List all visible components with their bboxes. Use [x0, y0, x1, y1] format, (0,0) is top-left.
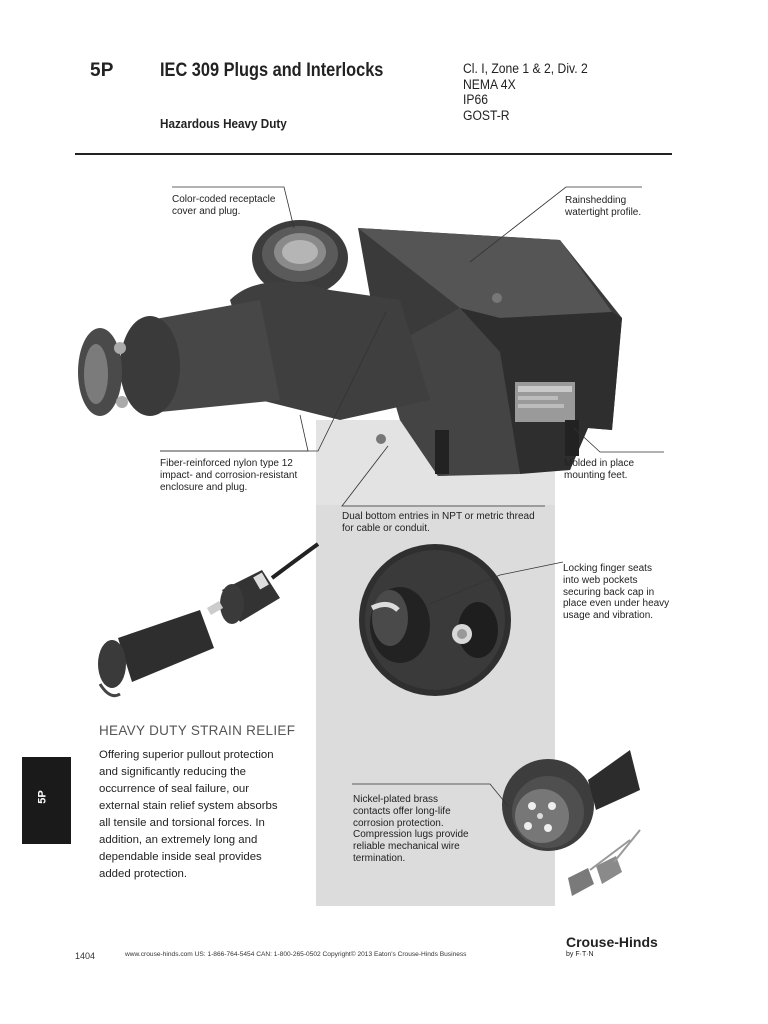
callout-dual-entries: Dual bottom entries in NPT or metric thr… [342, 511, 535, 535]
section-code: 5P [90, 60, 114, 81]
callout-line: impact- and corrosion-resistant [160, 469, 298, 481]
callout-line: Color-coded receptacle [172, 194, 276, 205]
callout-line: Nickel-plated brass [353, 794, 439, 805]
callout-molded-feet: Molded in place mounting feet. [564, 458, 634, 482]
callout-line: into web pockets [563, 574, 638, 586]
callout-line: Locking finger seats [563, 563, 652, 574]
callout-line: corrosion protection. [353, 817, 444, 829]
plug-image [78, 220, 430, 420]
footer-contact-info: www.crouse-hinds.com US: 1-866-764-5454 … [125, 951, 467, 958]
section-side-tab: 5P [22, 757, 71, 844]
callout-line: watertight profile. [565, 206, 642, 218]
certification-item: IP66 [463, 92, 489, 107]
callout-locking-finger: Locking finger seats into web pockets se… [563, 563, 669, 622]
callout-line: Dual bottom entries in NPT or metric thr… [342, 511, 535, 522]
certification-item: NEMA 4X [463, 76, 516, 92]
callout-line: usage and vibration. [563, 610, 654, 622]
strain-relief-body: Offering superior pullout protection and… [99, 749, 278, 880]
certification-item: GOST-R [463, 107, 510, 123]
callout-line: Molded in place [564, 458, 635, 469]
callout-line: for cable or conduit. [342, 522, 430, 534]
strain-relief-plug-image [98, 542, 320, 698]
certification-item: Cl. I, Zone 1 & 2, Div. 2 [463, 61, 588, 76]
callout-line: Fiber-reinforced nylon type 12 [160, 458, 293, 469]
callout-line: enclosure and plug. [160, 481, 248, 493]
callout-fiber-nylon: Fiber-reinforced nylon type 12 impact- a… [160, 458, 297, 493]
header-divider [75, 153, 672, 155]
page-number: 1404 [75, 951, 96, 961]
eaton-logo: by F·T·N [566, 951, 594, 958]
side-tab-label: 5P [36, 790, 49, 804]
callout-rainshedding: Rainshedding watertight profile. [565, 195, 641, 219]
page-title: IEC 309 Plugs and Interlocks [160, 60, 384, 81]
callout-line: mounting feet. [564, 469, 628, 481]
page-subtitle: Hazardous Heavy Duty [160, 116, 287, 131]
nickel-contacts-image [502, 750, 641, 896]
certification-list: Cl. I, Zone 1 & 2, Div. 2 NEMA 4X IP66 G… [463, 61, 588, 123]
callout-line: contacts offer long-life [353, 805, 451, 817]
brand-logo: Crouse-Hinds [566, 934, 658, 950]
callout-line: cover and plug. [172, 205, 241, 217]
callout-line: Rainshedding [565, 195, 627, 206]
callout-line: Compression lugs provide [353, 829, 469, 841]
callout-line: place even under heavy [563, 598, 670, 610]
leader-lines [160, 186, 664, 807]
callout-line: termination. [353, 852, 406, 864]
callout-line: securing back cap in [563, 586, 655, 598]
callout-color-coded: Color-coded receptacle cover and plug. [172, 194, 275, 218]
callout-line: reliable mechanical wire [353, 841, 460, 853]
callout-nickel-brass: Nickel-plated brass contacts offer long-… [353, 794, 469, 865]
locking-finger-inset-image [359, 544, 511, 696]
strain-relief-heading: HEAVY DUTY STRAIN RELIEF [99, 723, 296, 738]
